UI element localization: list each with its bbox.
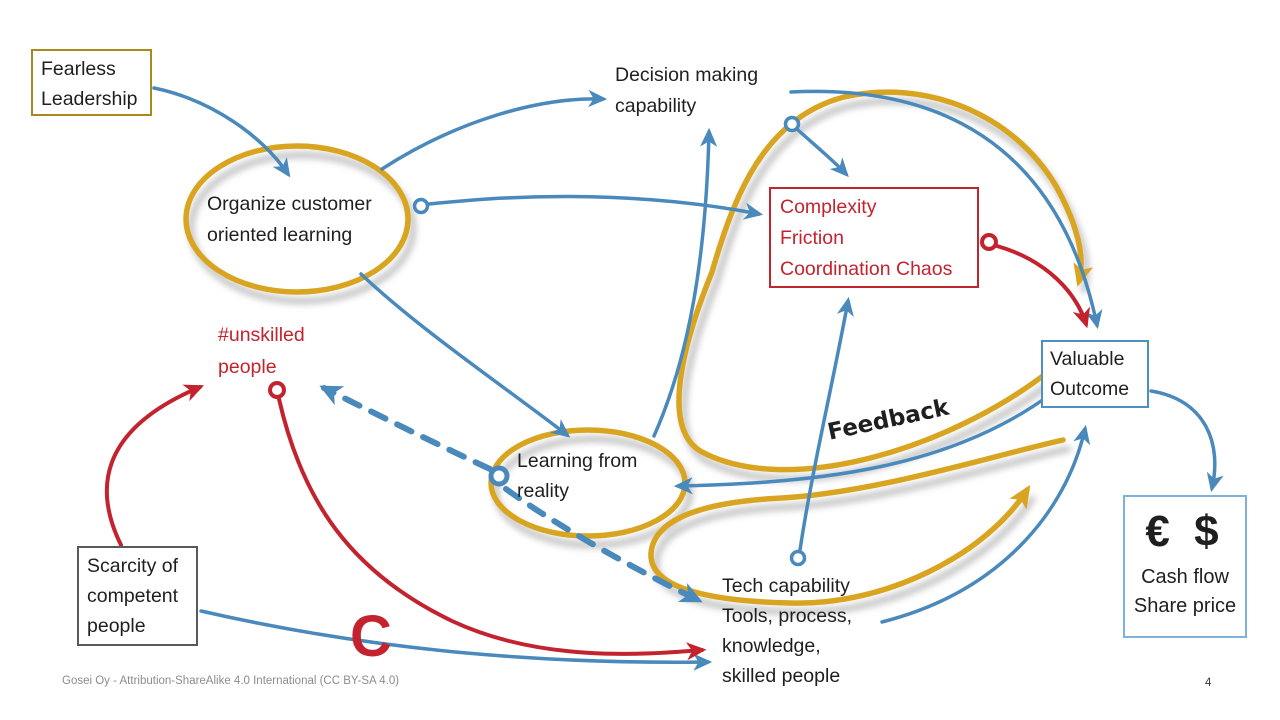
- node-organize-learning-label: Organize customer oriented learning: [207, 193, 372, 246]
- edge-complexity-to-valuable: [995, 244, 1091, 329]
- edge-organize-to-learning: [359, 272, 571, 438]
- fearless-leadership-label: Fearless Leadership: [41, 58, 138, 110]
- edge-learning-to-unskilled-dashed: [319, 385, 493, 472]
- page-number: 4: [1205, 677, 1212, 689]
- edge-scarcity-to-tech: [199, 609, 713, 671]
- node-fearless-leadership: Fearless Leadership: [31, 49, 152, 116]
- footer-credit: Gosei Oy - Attribution-ShareAlike 4.0 In…: [62, 675, 400, 687]
- edge-unskilled-to-tech: [277, 397, 707, 661]
- node-learning-reality-label: Learning from reality: [517, 450, 638, 502]
- constraint-marker: C: [350, 604, 392, 669]
- node-cash-flow: € $ Cash flow Share price: [1123, 495, 1247, 638]
- gold-shadow-layer: [187, 97, 1090, 616]
- edge-decision-to-valuable: [789, 89, 1103, 330]
- valuable-outcome-label: Valuable Outcome: [1050, 348, 1130, 400]
- link-dot-tech: [789, 549, 807, 567]
- node-decision-capability-label: Decision making capability: [615, 64, 759, 117]
- ellipse-organize-learning: [183, 143, 411, 295]
- link-dot-complexity: [980, 233, 998, 251]
- edge-valuable-to-learning-feedback: [673, 397, 1046, 495]
- node-tech-capability-label: Tech capability Tools, process, knowledg…: [722, 575, 853, 687]
- node-valuable-outcome: Valuable Outcome: [1041, 340, 1149, 408]
- node-scarcity: Scarcity of competent people: [77, 546, 198, 646]
- cash-flow-label: Cash flow Share price: [1133, 566, 1237, 617]
- link-dot-learning: [488, 465, 510, 487]
- link-dot-unskilled: [268, 381, 286, 399]
- edge-learning-to-decision: [652, 127, 718, 438]
- edge-organize-to-decision: [380, 89, 608, 171]
- gold-tech-loop-arrow: [648, 437, 1066, 606]
- edge-valuable-to-cashflow: [1149, 389, 1224, 493]
- node-unskilled-people-label: #unskilled people: [218, 324, 305, 378]
- scarcity-label: Scarcity of competent people: [87, 555, 179, 637]
- link-dot-loop-top: [783, 115, 801, 133]
- edge-tech-to-valuable: [880, 424, 1091, 624]
- edge-fearless-to-organize: [152, 86, 291, 178]
- node-complexity: Complexity Friction Coordination Chaos: [769, 187, 979, 288]
- edge-organize-to-complexity: [427, 194, 764, 220]
- currency-symbols: € $: [1145, 507, 1225, 556]
- complexity-label: Complexity Friction Coordination Chaos: [780, 196, 953, 280]
- edge-scarcity-to-unskilled: [104, 384, 205, 547]
- edge-loop-top-to-complexity: [796, 128, 849, 178]
- link-dot-organize: [412, 197, 430, 215]
- edge-tech-to-complexity: [798, 296, 854, 552]
